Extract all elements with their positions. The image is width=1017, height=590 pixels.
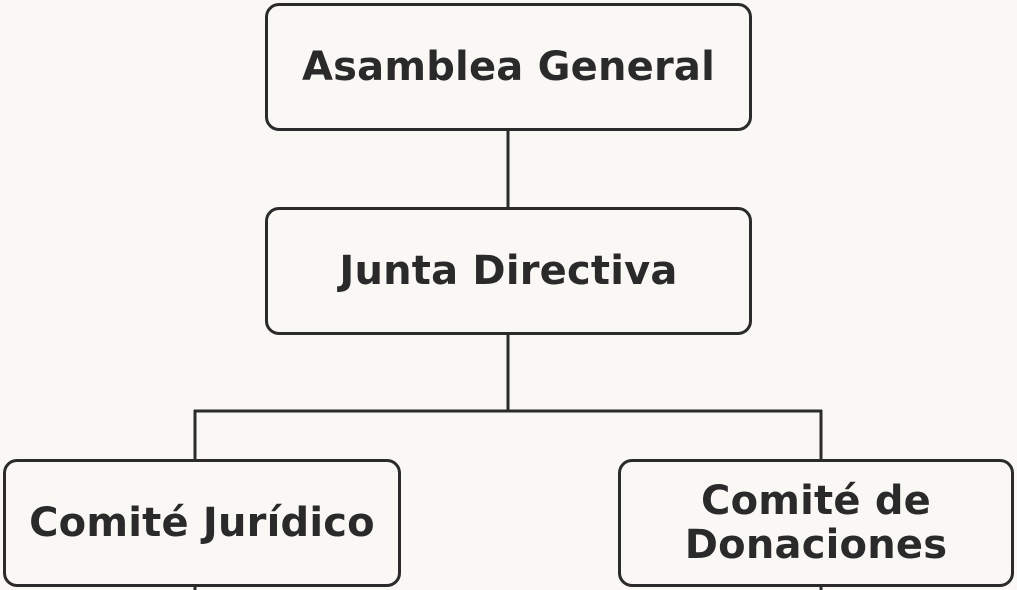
node-label: Comité de Donaciones bbox=[684, 478, 948, 568]
node-comite-juridico: Comité Jurídico bbox=[3, 459, 401, 587]
node-label: Comité Jurídico bbox=[29, 500, 375, 546]
node-asamblea-general: Asamblea General bbox=[265, 3, 752, 131]
node-comite-donaciones: Comité de Donaciones bbox=[618, 459, 1014, 587]
node-junta-directiva: Junta Directiva bbox=[265, 207, 752, 335]
node-label: Asamblea General bbox=[301, 44, 716, 90]
node-label: Junta Directiva bbox=[339, 248, 678, 294]
